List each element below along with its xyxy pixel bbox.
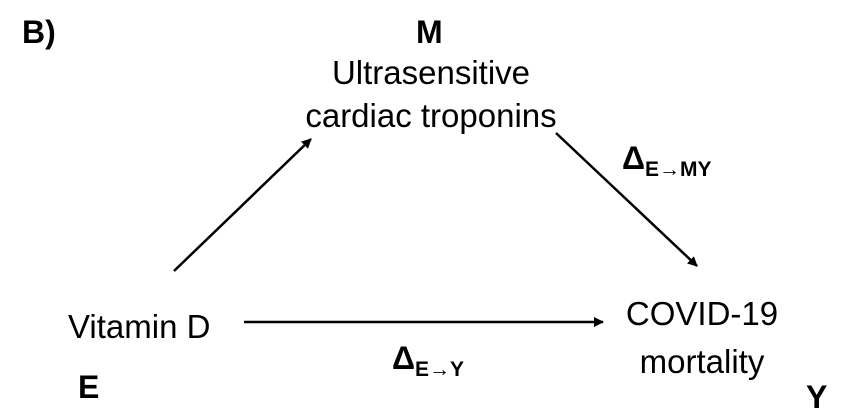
outcome-label-line2: mortality [639, 343, 765, 380]
panel-label: B) [22, 14, 56, 50]
direct-effect-label: ΔE→Y [392, 342, 464, 380]
outcome-letter: Y [806, 379, 828, 415]
arrow-exposure-to-mediator [173, 138, 312, 272]
direct-effect-subscript: E→Y [415, 358, 465, 381]
arrow-mediator-to-outcome [555, 132, 698, 267]
indirect-effect-subscript: E→MY [645, 158, 712, 181]
exposure-label: Vitamin D [68, 308, 211, 345]
direct-effect-symbol: Δ [392, 340, 415, 376]
mediator-label-line2: cardiac troponins [305, 97, 557, 134]
indirect-effect-symbol: Δ [622, 140, 645, 176]
mediator-letter: M [416, 14, 443, 50]
exposure-letter: E [78, 369, 100, 405]
outcome-label-line1: COVID-19 [625, 295, 779, 332]
indirect-effect-label: ΔE→MY [622, 142, 712, 180]
mediator-label-line1: Ultrasensitive [331, 54, 531, 91]
